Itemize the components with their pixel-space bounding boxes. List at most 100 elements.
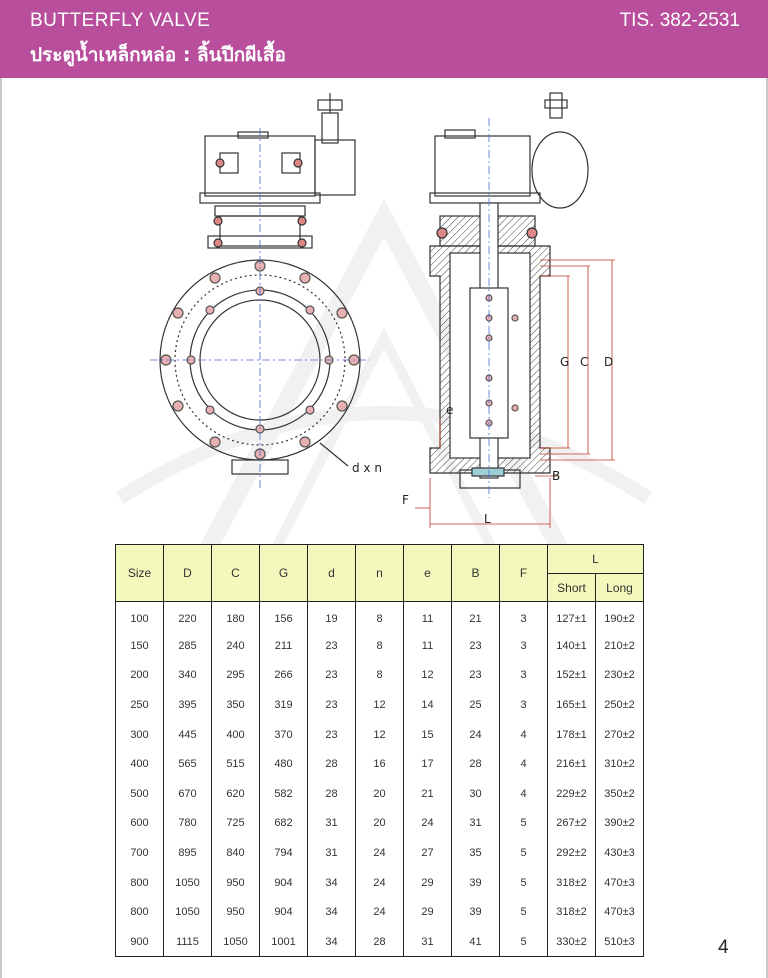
table-cell: 230±2: [595, 660, 644, 691]
table-cell: 582: [259, 779, 308, 809]
table-cell: 20: [355, 808, 404, 839]
table-cell: 515: [211, 749, 260, 780]
table-cell: 12: [355, 719, 404, 750]
table-cell: 31: [403, 927, 452, 958]
table-cell: 41: [451, 927, 500, 958]
table-cell: 1115: [163, 927, 212, 958]
table-cell: 8: [355, 660, 404, 691]
table-cell: 21: [451, 601, 500, 632]
table-cell: 266: [259, 660, 308, 691]
table-cell: 11: [403, 601, 452, 632]
table-cell: 216±1: [547, 749, 596, 780]
table-cell: 1050: [163, 897, 212, 928]
table-cell: 3: [499, 660, 548, 691]
table-cell: 319: [259, 690, 308, 720]
valve-drawing: d x n: [150, 92, 615, 528]
col-header-short: Short: [547, 573, 596, 602]
table-cell: 5: [499, 867, 548, 898]
table-cell: 395: [163, 690, 212, 720]
table-cell: 470±3: [595, 897, 644, 928]
table-cell: 23: [307, 631, 356, 661]
table-cell: 300: [115, 719, 164, 750]
table-cell: 28: [355, 927, 404, 958]
table-cell: 400: [211, 719, 260, 750]
table-cell: 34: [307, 867, 356, 898]
table-cell: 5: [499, 927, 548, 958]
col-header-size: Size: [115, 544, 164, 602]
table-cell: 4: [499, 749, 548, 780]
table-cell: 682: [259, 808, 308, 839]
col-header-n: n: [355, 544, 404, 602]
table-cell: 210±2: [595, 631, 644, 661]
table-cell: 600: [115, 808, 164, 839]
table-cell: 1050: [163, 867, 212, 898]
side-view: [415, 92, 615, 528]
title-english: BUTTERFLY VALVE: [30, 10, 211, 31]
table-cell: 19: [307, 601, 356, 632]
table-cell: 100: [115, 601, 164, 632]
table-cell: 904: [259, 897, 308, 928]
table-cell: 28: [451, 749, 500, 780]
table-cell: 370: [259, 719, 308, 750]
table-cell: 445: [163, 719, 212, 750]
label-D: D: [604, 355, 613, 369]
table-cell: 180: [211, 601, 260, 632]
table-cell: 27: [403, 838, 452, 868]
table-cell: 31: [451, 808, 500, 839]
table-cell: 794: [259, 838, 308, 868]
label-B: B: [552, 469, 560, 483]
table-cell: 620: [211, 779, 260, 809]
table-cell: 200: [115, 660, 164, 691]
table-cell: 152±1: [547, 660, 596, 691]
table-cell: 4: [499, 719, 548, 750]
table-cell: 470±3: [595, 867, 644, 898]
table-cell: 4: [499, 779, 548, 809]
col-header-F: F: [499, 544, 548, 602]
table-cell: 800: [115, 867, 164, 898]
table-cell: 28: [307, 749, 356, 780]
table-cell: 240: [211, 631, 260, 661]
table-cell: 780: [163, 808, 212, 839]
col-header-long: Long: [595, 573, 644, 602]
table-cell: 350: [211, 690, 260, 720]
table-cell: 220: [163, 601, 212, 632]
col-header-e: e: [403, 544, 452, 602]
table-cell: 510±3: [595, 927, 644, 958]
table-cell: 800: [115, 897, 164, 928]
page-frame: [0, 78, 768, 978]
front-view: [150, 93, 370, 488]
page-header: BUTTERFLY VALVE ประตูน้ำเหล็กหล่อ : ลิ้น…: [0, 0, 768, 78]
table-cell: 23: [307, 660, 356, 691]
table-cell: 29: [403, 867, 452, 898]
col-header-D: D: [163, 544, 212, 602]
table-cell: 23: [307, 690, 356, 720]
table-cell: 840: [211, 838, 260, 868]
table-cell: 1001: [259, 927, 308, 958]
table-cell: 5: [499, 808, 548, 839]
table-cell: 24: [355, 897, 404, 928]
title-thai: ประตูน้ำเหล็กหล่อ : ลิ้นปีกผีเสื้อ: [30, 44, 286, 66]
table-cell: 390±2: [595, 808, 644, 839]
label-dxn: d x n: [352, 461, 382, 475]
label-G: G: [560, 355, 569, 369]
table-cell: 12: [355, 690, 404, 720]
table-cell: 318±2: [547, 897, 596, 928]
label-e: e: [446, 403, 453, 417]
table-cell: 500: [115, 779, 164, 809]
table-cell: 950: [211, 867, 260, 898]
table-cell: 3: [499, 601, 548, 632]
table-cell: 31: [307, 838, 356, 868]
table-cell: 21: [403, 779, 452, 809]
table-cell: 267±2: [547, 808, 596, 839]
table-cell: 900: [115, 927, 164, 958]
table-cell: 1050: [211, 927, 260, 958]
